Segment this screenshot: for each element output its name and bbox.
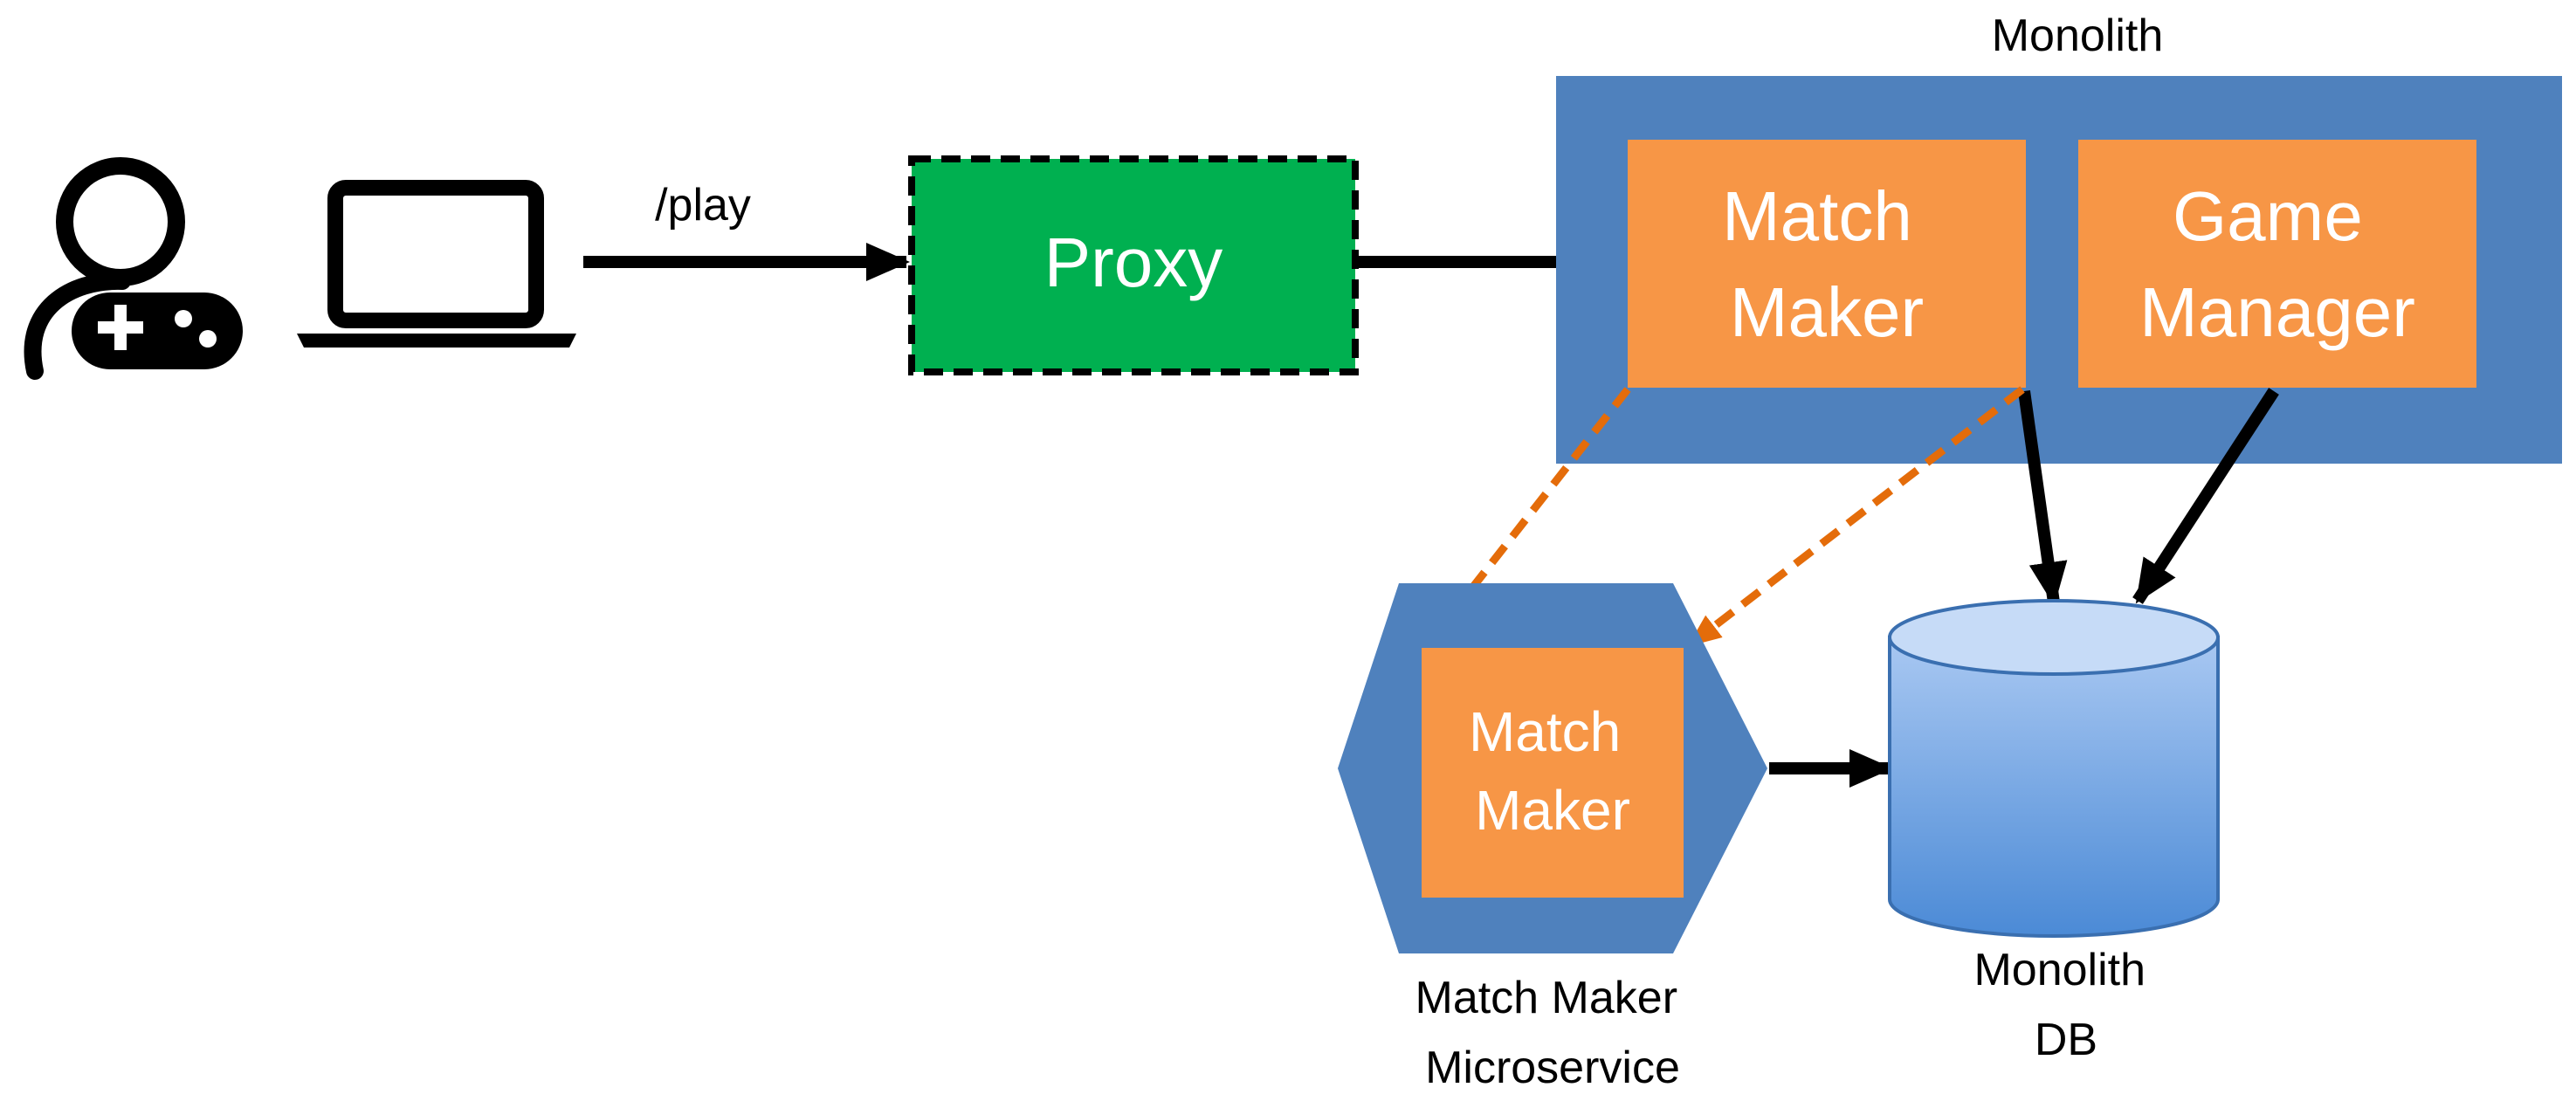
monolith-match-maker-box (1628, 140, 2026, 388)
migration-arrow-left (1429, 387, 1631, 643)
monolith-title: Monolith (1992, 10, 2164, 61)
proxy-label: Proxy (1044, 224, 1223, 301)
microservice-caption-line1: Match Maker (1415, 973, 1678, 1023)
microservice-caption: Match Maker Microservice (1415, 973, 1691, 1093)
game-manager-line1: Game (2173, 177, 2363, 255)
play-edge-label: /play (655, 180, 751, 231)
game-manager-box (2078, 140, 2476, 388)
microservice-match-maker-line2: Maker (1475, 779, 1630, 842)
migration-arrow-right (1687, 386, 2025, 648)
microservice-match-maker-box (1422, 648, 1684, 898)
database-caption: Monolith DB (1973, 945, 2158, 1065)
monolith-match-maker-label: Match Maker (1722, 177, 1932, 351)
game-manager-label: Game Manager (2139, 177, 2415, 351)
matchmaker-to-db-arrow (2018, 390, 2068, 606)
microservice-match-maker-line1: Match (1469, 700, 1621, 763)
game-manager-line2: Manager (2139, 273, 2415, 351)
database-icon (1888, 599, 2220, 938)
laptop-icon (297, 180, 576, 348)
database-caption-line2: DB (2035, 1015, 2097, 1065)
monolith-match-maker-line1: Match (1722, 177, 1912, 255)
gamemanager-to-db-arrow (2132, 388, 2279, 604)
gamer-icon (24, 157, 243, 380)
microservice-match-maker-label: Match Maker (1469, 700, 1636, 842)
microservice-caption-line2: Microservice (1425, 1043, 1680, 1093)
database-caption-line1: Monolith (1973, 945, 2146, 995)
monolith-match-maker-line2: Maker (1730, 273, 1924, 351)
